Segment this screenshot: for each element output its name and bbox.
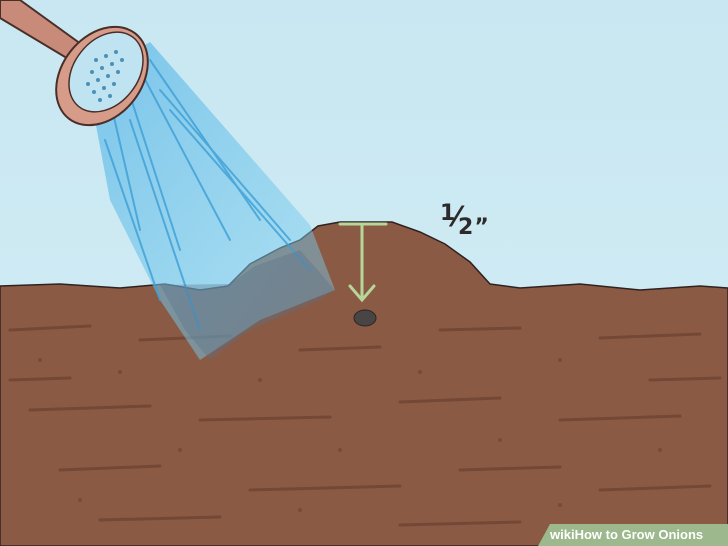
- watermark-brand: wiki: [550, 527, 575, 542]
- watermark-title: How to Grow Onions: [574, 527, 704, 542]
- depth-measurement-label: 1⁄2”: [440, 200, 490, 240]
- fraction-denominator: 2: [458, 215, 475, 240]
- soil-texture: [8, 324, 722, 527]
- soil-specks: [38, 358, 662, 512]
- depth-arrow: [338, 222, 388, 303]
- water-stream: [95, 42, 335, 360]
- fraction-slash: ⁄: [454, 200, 460, 233]
- onion-seed: [353, 309, 377, 327]
- watering-can: [0, 0, 149, 127]
- inch-mark: ”: [474, 215, 490, 240]
- fraction-numerator: 1: [440, 201, 457, 226]
- wikihow-watermark: wikiHow to Grow Onions: [538, 524, 728, 546]
